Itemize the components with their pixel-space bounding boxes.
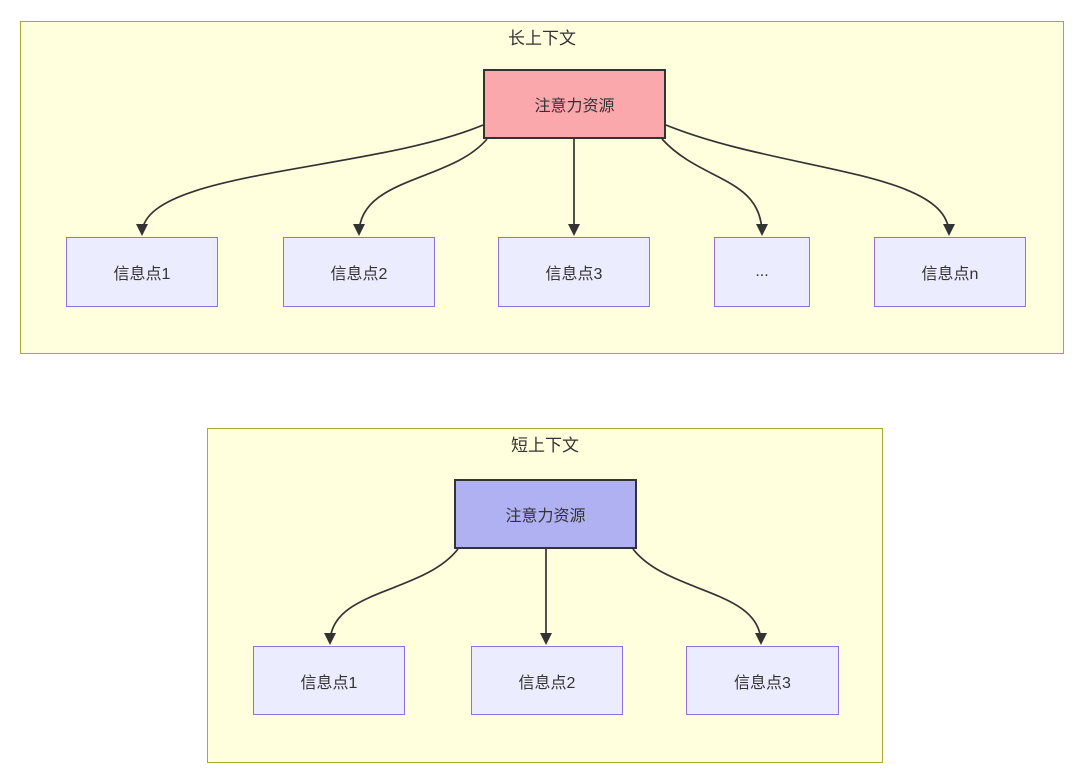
attention-resource-node-long: 注意力资源 <box>483 69 666 139</box>
edge-arrow <box>632 548 767 645</box>
panel-title-short: 短上下文 <box>511 436 579 455</box>
info-node-n-long: 信息点n <box>874 237 1026 307</box>
edge-arrow <box>665 124 955 236</box>
info-node-1-long: 信息点1 <box>66 237 218 307</box>
attention-resource-node-short: 注意力资源 <box>454 479 637 549</box>
info-node-3-long: 信息点3 <box>498 237 650 307</box>
info-node-1-short: 信息点1 <box>253 646 405 715</box>
info-node-2-short: 信息点2 <box>471 646 623 715</box>
long-context-panel: 长上下文 注意力资源 信息点1 信息点2 信息点3 ... 信息点n <box>20 21 1064 354</box>
info-node-ellipsis-long: ... <box>714 237 810 307</box>
panel-title-long: 长上下文 <box>508 29 576 48</box>
short-context-panel: 短上下文 注意力资源 信息点1 信息点2 信息点3 <box>207 428 883 763</box>
edge-arrow <box>661 138 768 236</box>
edge-arrow <box>353 138 488 236</box>
info-node-3-short: 信息点3 <box>686 646 839 715</box>
edge-arrow <box>136 124 484 236</box>
info-node-2-long: 信息点2 <box>283 237 435 307</box>
edge-arrow <box>324 548 459 645</box>
